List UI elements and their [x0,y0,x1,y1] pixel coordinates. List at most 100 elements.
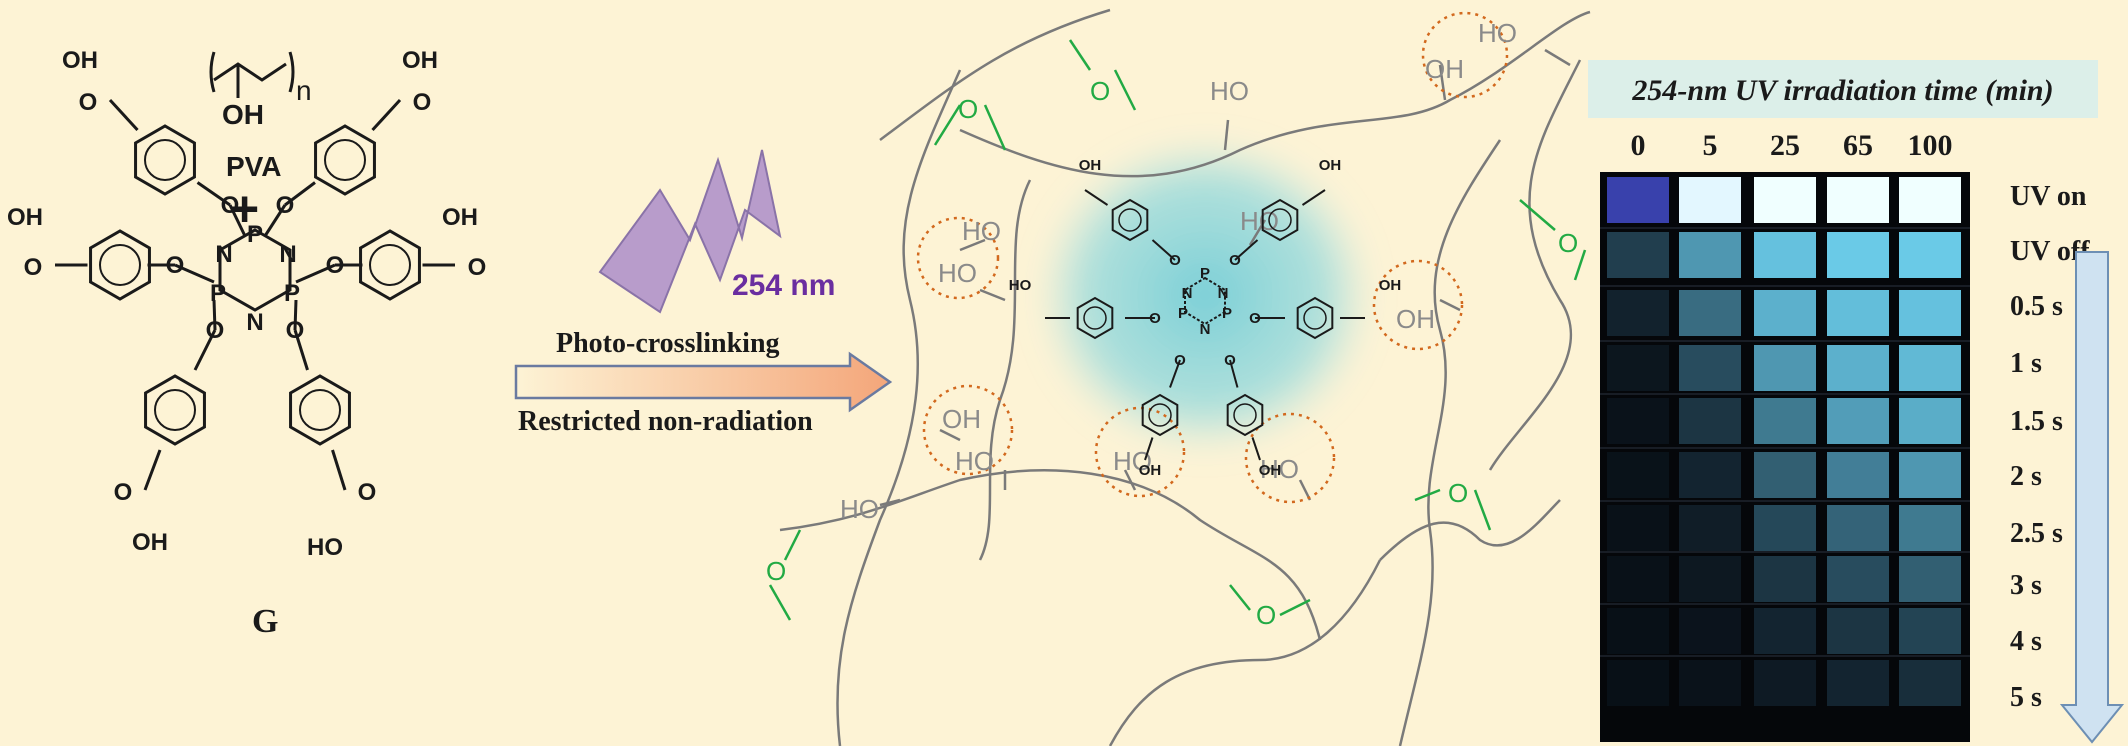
row-label-6: 2.5 s [2010,518,2063,549]
network-oh: OH [942,404,981,434]
center-benzene [1111,198,1149,242]
luminescent-glow [1035,135,1375,455]
sample-cell [1899,660,1961,706]
cooh-oh-label: OH [132,529,168,556]
sample-cell [1754,452,1816,498]
column-header-5: 5 [1703,129,1718,162]
chain-right-upper [1398,139,1502,746]
photo-crosslinking-label: Photo-crosslinking [556,328,780,359]
sample-cell [1899,177,1961,223]
ring-n-atom: N [246,309,263,336]
cooh-o-label: O [468,254,487,281]
sample-cell [1754,556,1816,602]
benzene-ring [359,229,421,301]
network-ho: HO [1260,454,1299,484]
center-aromatic-circle [1303,306,1327,330]
center-bond [1151,239,1176,261]
benzene-ring [144,374,206,446]
row-label-4: 1.5 s [2010,406,2063,437]
sample-cell [1827,290,1889,336]
center-bond [1144,437,1154,461]
center-aromatic-circle [1268,208,1292,232]
sample-cell [1607,177,1669,223]
ether-o-atom: O [276,192,295,219]
uv-lightning-bolt [598,149,782,314]
sample-cell [1899,232,1961,278]
sample-cell [1679,398,1741,444]
sample-cell [1754,608,1816,654]
phosphazene-ring [218,228,292,312]
ring-p-atom: P [247,221,263,248]
center-benzene [1076,296,1114,340]
network-ether-o: O [958,94,978,124]
aryl-cooh-bond [143,449,162,491]
row-label-8: 4 s [2010,626,2042,657]
p-o-bond [228,204,247,237]
network-oh: OH [1396,304,1435,334]
restricted-nonradiation-label: Restricted non-radiation [518,406,813,437]
sample-cell [1607,556,1669,602]
center-cooh-label: OH [1139,462,1162,479]
network-ether-o: O [1448,478,1468,508]
center-aromatic-circle [1148,403,1172,427]
network-ho: HO [1478,18,1517,48]
cooh-o-label: O [413,89,432,116]
cooh-oh-label: OH [442,204,478,231]
ring-p-atom: P [210,280,226,307]
center-cooh-label: OH [1079,157,1102,174]
chain-right-side [1488,59,1582,471]
sample-cell [1899,608,1961,654]
network-ho: HO [962,216,1001,246]
cooh-oh-label: OH [7,204,43,231]
network-oh: OH [1425,54,1464,84]
network-ether-o: O [1558,228,1578,258]
center-ether-o: O [1229,252,1241,269]
sample-cell [1827,505,1889,551]
sample-cell [1827,177,1889,223]
panel-title: 254-nm UV irradiation time (min) [1631,74,2053,107]
aryl-cooh-bond [108,98,139,132]
center-benzene [1296,296,1334,340]
chain-left-lower [779,469,1322,641]
ring-n-atom: N [215,241,232,268]
sample-cell [1754,505,1816,551]
sample-cell [1607,660,1669,706]
aromatic-circle [324,139,366,181]
panel-title-box [1588,60,2098,118]
cooh-o-label: O [24,254,43,281]
sample-cell [1679,232,1741,278]
sample-cell [1827,345,1889,391]
benzene-ring [289,374,351,446]
sample-cell [1827,608,1889,654]
sample-cell [1754,177,1816,223]
benzene-ring [134,124,196,196]
sample-cell [1754,398,1816,444]
center-p-atom: P [1222,305,1232,322]
sample-cell [1899,556,1961,602]
network-ether-o: O [766,556,786,586]
center-n-atom: N [1182,285,1193,302]
sample-cell [1607,452,1669,498]
sample-cell [1827,660,1889,706]
p-o-bond [263,204,287,237]
network-ether-o: O [1256,600,1276,630]
chain-top [879,8,1111,141]
chain-left-upper [836,69,962,746]
cooh-oh-label: HO [307,534,343,561]
row-label-5: 2 s [2010,461,2042,492]
aromatic-circle [299,389,341,431]
cooh-oh-label: OH [402,47,438,74]
sample-cell [1607,232,1669,278]
process-arrow [514,351,893,413]
row-label-7: 3 s [2010,570,2042,601]
sample-cell [1679,177,1741,223]
sample-cell [1899,452,1961,498]
center-bond [1229,359,1239,388]
plus-sign: + [230,181,259,237]
center-p-atom: P [1178,305,1188,322]
sample-cell [1899,398,1961,444]
chain-bottom [1108,559,1382,746]
